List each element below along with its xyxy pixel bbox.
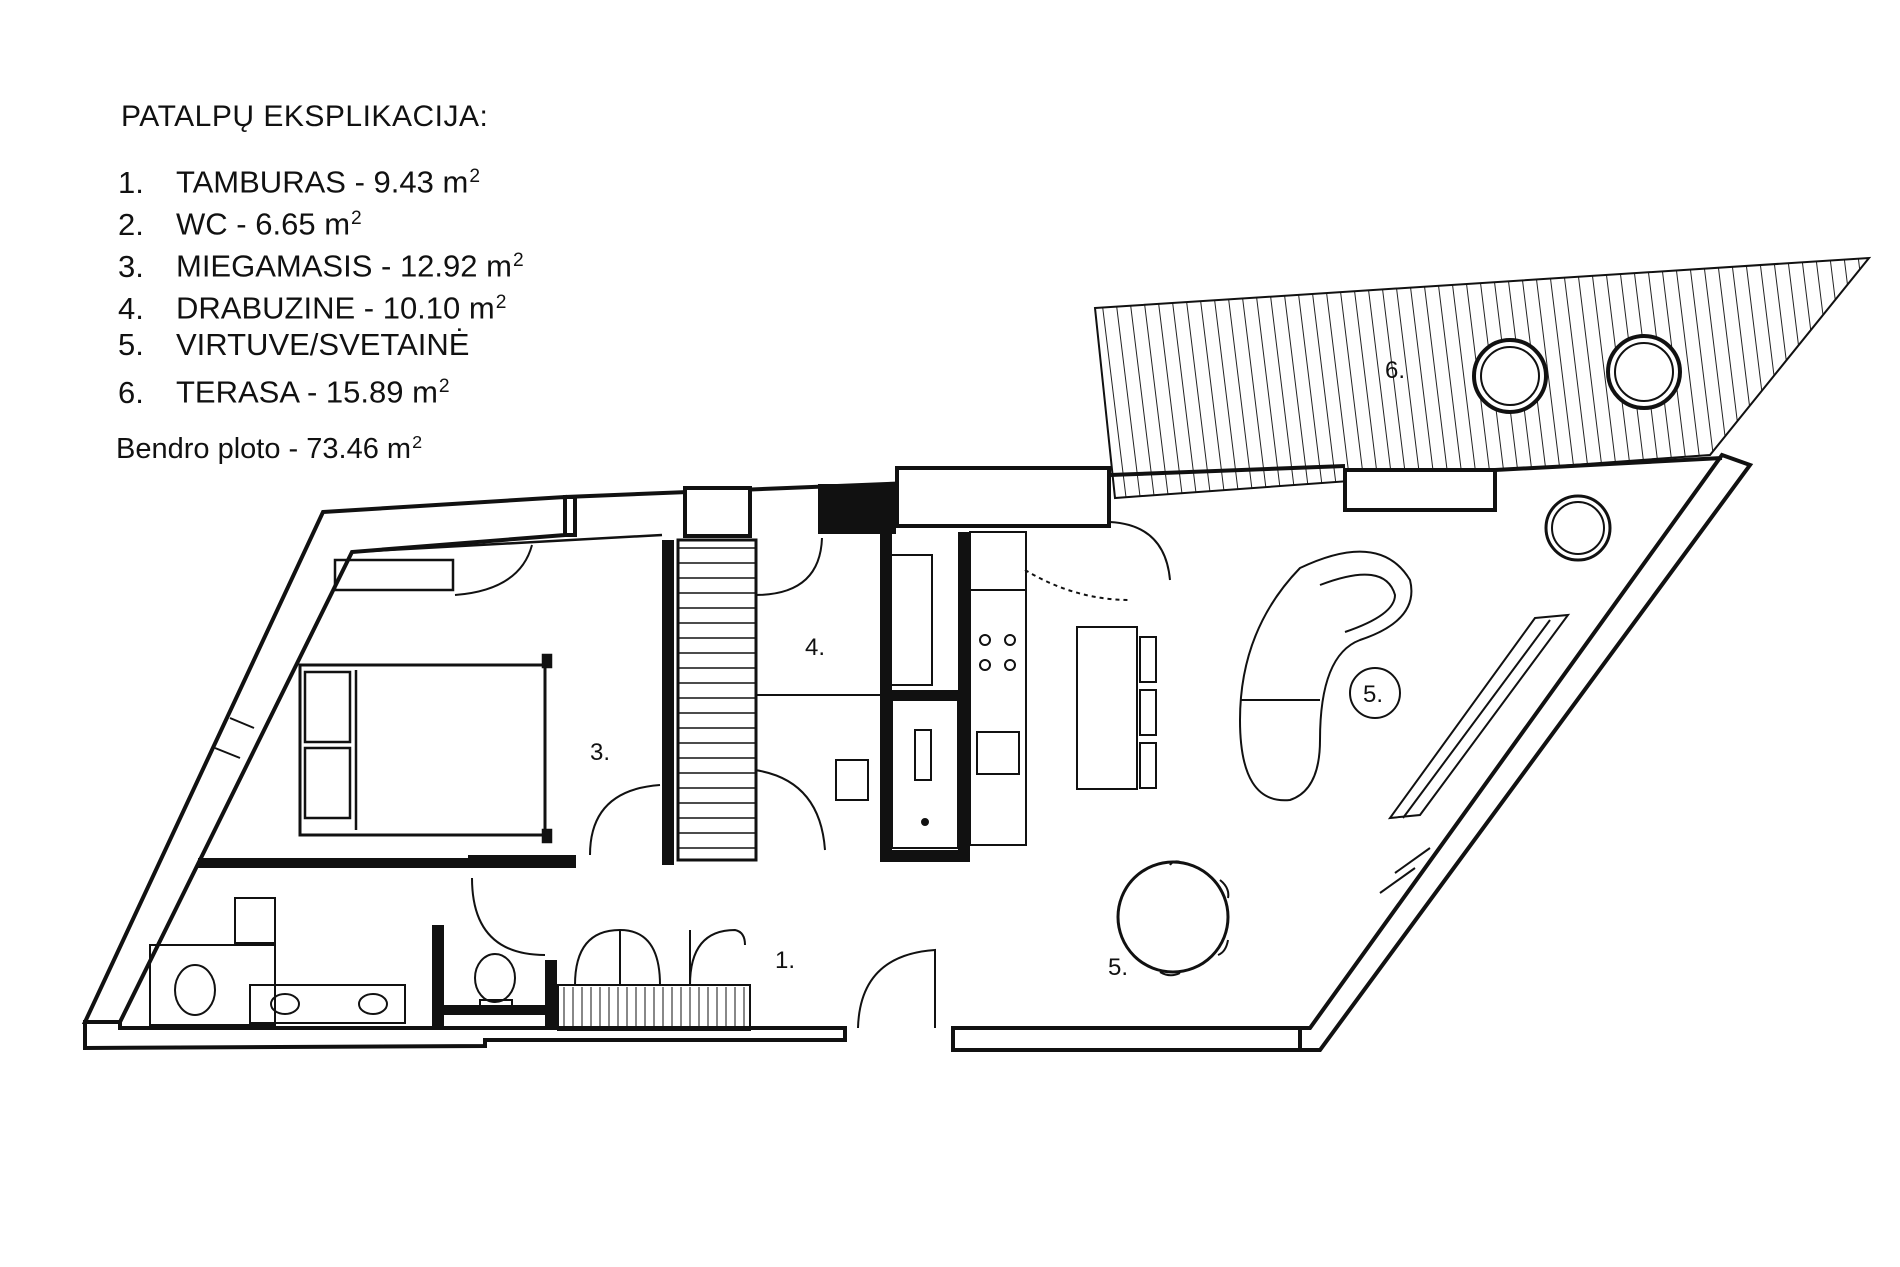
total-value: 73.46 bbox=[306, 432, 379, 465]
bedroom bbox=[298, 533, 663, 844]
coffee-table bbox=[1349, 667, 1401, 719]
wardrobe-room bbox=[756, 694, 880, 801]
cabinet bbox=[234, 897, 276, 944]
plant-pot bbox=[1544, 494, 1612, 562]
legend-item-name: DRABUZINE bbox=[176, 290, 356, 326]
windows bbox=[214, 717, 1431, 894]
legend-item-name: MIEGAMASIS bbox=[176, 248, 373, 284]
room-label-6: 6. bbox=[1385, 357, 1405, 384]
legend-item-name: WC bbox=[176, 206, 228, 242]
door-bedroom-top bbox=[454, 544, 533, 596]
legend-item: 5. VIRTUVE/SVETAINĖ bbox=[118, 324, 524, 366]
legend-item-unit-sup: 2 bbox=[469, 166, 480, 187]
total-unit-sup: 2 bbox=[412, 432, 423, 452]
legend-item-name: TAMBURAS bbox=[176, 164, 346, 200]
legend-item-unit-sup: 2 bbox=[351, 208, 362, 229]
legend-item-unit: m bbox=[468, 290, 495, 326]
total-unit: m bbox=[386, 432, 412, 465]
entrance-door bbox=[857, 948, 936, 1029]
legend-item-area: 9.43 bbox=[373, 164, 434, 200]
legend-item-area: 10.10 bbox=[382, 290, 461, 326]
door-terrace bbox=[1109, 521, 1171, 581]
legend-item-number: 3. bbox=[118, 248, 144, 284]
legend-item: 2.WC - 6.65 m2 bbox=[118, 198, 524, 242]
bed bbox=[298, 663, 547, 837]
door-wardrobe bbox=[754, 537, 823, 596]
room-labels: 1. 3. 4. 5. 5. 6. bbox=[590, 357, 1405, 981]
room-legend: PATALPŲ EKSPLIKACIJA: 1.TAMBURAS - 9.43 … bbox=[116, 100, 524, 466]
legend-item-number: 6. bbox=[118, 374, 144, 410]
legend-item: 3.MIEGAMASIS - 12.92 m2 bbox=[118, 240, 524, 284]
pillow-2 bbox=[303, 746, 352, 820]
top-wall bbox=[564, 456, 1723, 538]
legend-item-unit-sup: 2 bbox=[495, 292, 507, 313]
legend-item-unit: m bbox=[442, 164, 469, 200]
sink bbox=[976, 731, 1020, 775]
legend-item-number: 2. bbox=[118, 206, 144, 242]
staircase bbox=[676, 538, 758, 862]
door-closet bbox=[754, 769, 826, 851]
dining-table bbox=[1116, 860, 1230, 974]
interior-walls bbox=[198, 532, 970, 1030]
oven-column bbox=[891, 699, 959, 849]
legend-item-unit-sup: 2 bbox=[438, 376, 450, 397]
kitchen-counter bbox=[969, 589, 1027, 846]
legend-item-unit-sup: 2 bbox=[512, 250, 524, 271]
legend-title: PATALPŲ EKSPLIKACIJA: bbox=[121, 100, 489, 133]
wardrobe bbox=[333, 558, 455, 592]
terrace-table-2 bbox=[1606, 334, 1682, 410]
shoe-rack bbox=[557, 984, 751, 1031]
terrace-table-1 bbox=[1472, 338, 1548, 414]
toilet-2-icon bbox=[474, 953, 516, 1003]
closet-door-1 bbox=[574, 928, 661, 986]
legend-item: 1.TAMBURAS - 9.43 m2 bbox=[118, 156, 524, 200]
doors bbox=[454, 521, 1171, 1029]
living-room bbox=[1116, 494, 1612, 977]
legend-item-area: 6.65 bbox=[255, 206, 316, 242]
room-label-4: 4. bbox=[805, 634, 825, 661]
sofa bbox=[1238, 550, 1413, 802]
hob-icon bbox=[979, 634, 991, 646]
legend-item: 4.DRABUZINE - 10.10 m2 bbox=[118, 282, 524, 326]
outer-walls bbox=[81, 452, 1754, 1052]
door-wc bbox=[471, 877, 546, 956]
room-label-5-living: 5. bbox=[1363, 681, 1383, 708]
legend-item-area: 12.92 bbox=[399, 248, 478, 284]
entrance bbox=[557, 928, 751, 1031]
legend-item: 6.TERASA - 15.89 m2 bbox=[118, 366, 524, 410]
column-black bbox=[818, 484, 896, 534]
legend-item-number: 5. bbox=[118, 327, 144, 362]
room-label-3: 3. bbox=[590, 739, 610, 766]
bench bbox=[1387, 613, 1571, 820]
legend-item-unit: m bbox=[412, 374, 438, 410]
room-label-1: 1. bbox=[775, 947, 795, 974]
wc bbox=[149, 897, 516, 1026]
pillow-1 bbox=[303, 670, 352, 744]
room-label-5-dining: 5. bbox=[1108, 954, 1128, 981]
legend-total: Bendro ploto - 73.46 m2 bbox=[116, 432, 423, 465]
door-bedroom bbox=[589, 784, 661, 856]
legend-item-unit: m bbox=[324, 206, 351, 242]
kitchen-island bbox=[1076, 626, 1138, 790]
kitchen bbox=[889, 531, 1157, 849]
washing-machine bbox=[835, 759, 869, 801]
legend-item-unit: m bbox=[486, 248, 512, 284]
legend-item-area: 15.89 bbox=[325, 374, 404, 410]
legend-item-number: 4. bbox=[118, 290, 144, 326]
legend-item-name: TERASA bbox=[176, 374, 299, 410]
total-label: Bendro ploto bbox=[116, 432, 281, 465]
fridge bbox=[889, 554, 933, 686]
double-sink bbox=[249, 984, 406, 1024]
toilet-icon bbox=[174, 964, 216, 1016]
legend-item-name: VIRTUVE/SVETAINĖ bbox=[176, 327, 470, 362]
terrace bbox=[1093, 256, 1872, 500]
legend-item-number: 1. bbox=[118, 164, 144, 200]
